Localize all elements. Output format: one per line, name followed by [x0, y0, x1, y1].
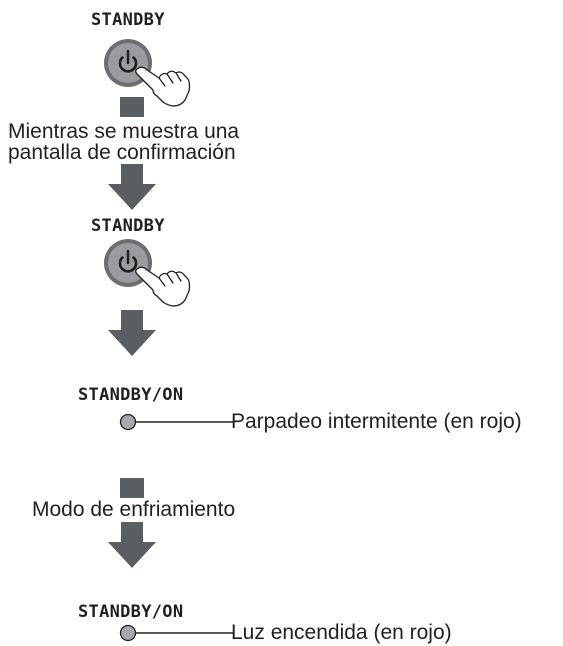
pointing-hand-icon [135, 266, 191, 307]
down-arrow-2 [108, 310, 156, 356]
indicator-led-1 [119, 413, 234, 431]
led-light-icon [119, 624, 137, 642]
connector-bar-2 [120, 478, 144, 498]
note-confirmation-line2: pantalla de confirmación [8, 141, 236, 164]
standby-label-2: STANDBY [91, 216, 165, 236]
led-light-icon [119, 413, 137, 431]
standby-on-label-1: STANDBY/ON [78, 385, 184, 405]
pointing-hand-icon [135, 66, 191, 107]
connector-bar-1 [120, 97, 144, 117]
down-arrow-1 [108, 164, 156, 210]
power-icon [118, 249, 138, 273]
power-icon [118, 49, 138, 73]
indicator-status-steady: Luz encendida (en rojo) [231, 621, 452, 644]
indicator-status-blinking: Parpadeo intermitente (en rojo) [231, 410, 522, 433]
standby-label-1: STANDBY [91, 10, 165, 30]
standby-on-label-2: STANDBY/ON [78, 602, 184, 622]
note-confirmation-line1: Mientras se muestra una [8, 120, 240, 143]
down-arrow-3 [108, 522, 156, 568]
note-cooling-mode: Modo de enfriamiento [32, 498, 236, 521]
indicator-led-2 [119, 624, 234, 642]
standby-button-2[interactable] [95, 236, 205, 316]
standby-button-1[interactable] [95, 36, 205, 116]
